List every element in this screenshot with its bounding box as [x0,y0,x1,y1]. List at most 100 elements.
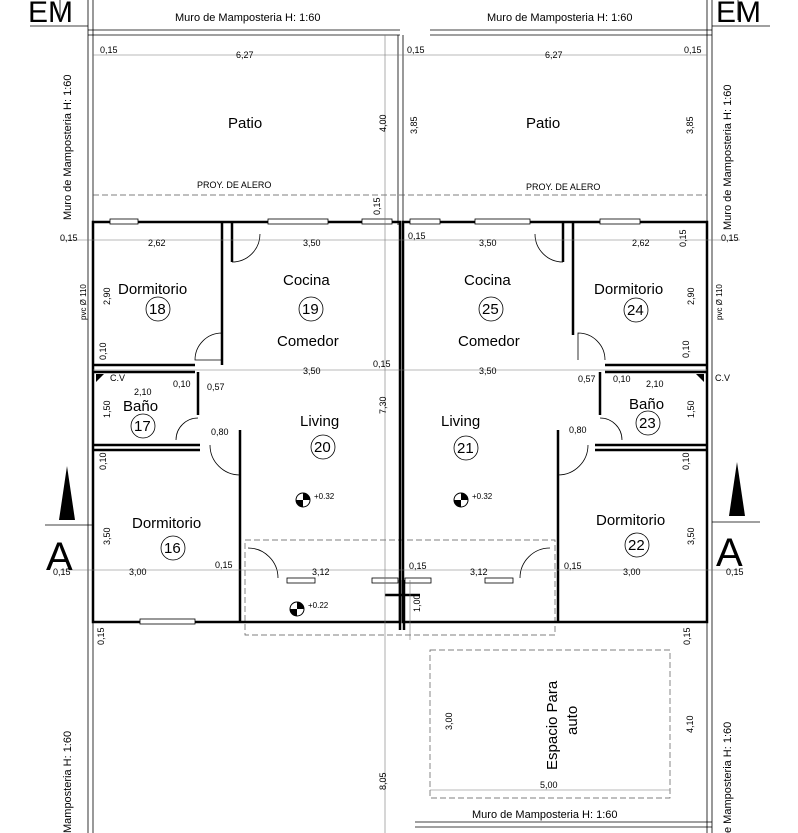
dormitorio-16-label: Dormitorio [132,515,201,532]
dimension-label: 0,15 [682,627,692,645]
wall-label-left: Muro de Mamposteria H: 1:60 [62,74,74,220]
patio-left-label: Patio [228,115,262,132]
cocina-left-label: Cocina [283,272,330,289]
parking-outline [429,649,671,799]
dimension-label: 4,10 [685,715,695,733]
pvc-left-label: pvc Ø 110 [79,284,88,320]
dimension-label: 3,00 [623,567,641,577]
dimension-lines [60,35,740,833]
dimension-label: 2,90 [102,287,112,305]
dimension-label: 3,50 [102,527,112,545]
dimension-label: 3,00 [444,712,454,730]
bano-17-label: Baño [123,398,158,415]
dimension-label: 0,15 [100,45,118,55]
comedor-right-label: Comedor [458,333,520,350]
dimension-label: 3,50 [686,527,696,545]
room-number-19: 19 [302,301,319,318]
living-right-label: Living [441,413,480,430]
pvc-right-label: pvc Ø 110 [715,284,724,320]
section-letter-left: A [46,535,73,579]
cocina-right-label: Cocina [464,272,511,289]
windows [109,218,641,625]
cv-right-label: C.V [715,373,730,383]
dimension-label: 0,10 [613,374,631,384]
section-letter-right: A [716,531,743,575]
dimension-label: 0,10 [98,342,108,360]
parking-label-1: Espacio Para [544,680,561,770]
wall-label-top-right: Muro de Mamposteria H: 1:60 [487,12,633,24]
room-number-20: 20 [314,439,331,456]
dimension-label: 0,15 [407,45,425,55]
dimension-label: 1,50 [686,400,696,418]
room-number-circles [130,296,661,561]
level-marker-left [295,492,311,508]
room-number-22: 22 [628,537,645,554]
dimension-label: 3,12 [312,567,330,577]
dimension-label: 3,50 [479,238,497,248]
cv-marker-left [96,374,104,382]
dimension-label: 6,27 [236,50,254,60]
parking-label-2: auto [564,706,581,735]
dimension-label: 0,10 [98,452,108,470]
dimension-label: 2,10 [134,387,152,397]
arrow-up-icon [59,466,75,520]
dimension-label: 0,15 [96,627,106,645]
room-number-21: 21 [457,440,474,457]
dormitorio-24-label: Dormitorio [594,281,663,298]
dimension-label: 0,15 [564,561,582,571]
dimension-label: 7,30 [378,396,388,414]
dimension-label: 3,85 [685,116,695,134]
section-mark-right: A [712,462,760,575]
alero-left-label: PROY. DE ALERO [197,180,271,190]
section-mark-left: A [45,466,92,579]
bano-23-label: Baño [629,396,664,413]
dimension-label: 0,15 [215,560,233,570]
dimension-label: 0,15 [372,197,382,215]
cv-left-label: C.V [110,373,125,383]
dimension-label: 3,12 [470,567,488,577]
room-number-25: 25 [482,301,499,318]
doors [175,233,623,579]
dimension-label: 2,62 [632,238,650,248]
wall-label-bottom-left: Mamposteria H: 1:60 [62,731,74,833]
dimension-label: 3,85 [409,116,419,134]
room-number-24: 24 [627,302,644,319]
living-left-label: Living [300,413,339,430]
dimension-label: 5,00 [540,780,558,790]
dimension-label: 2,90 [686,287,696,305]
patio-right-label: Patio [526,115,560,132]
dimension-label: 0,15 [726,567,744,577]
dimension-label: 0,57 [207,382,225,392]
level-marker-right [453,492,469,508]
arrow-up-icon [729,462,745,516]
dimension-label: 0,10 [681,340,691,358]
room-number-18: 18 [149,301,166,318]
cv-marker-right [696,374,704,382]
dimension-label: 0,15 [678,229,688,247]
room-number-17: 17 [134,418,151,435]
comedor-left-label: Comedor [277,333,339,350]
wall-label-right: Muro de Mamposteria H: 1:60 [722,84,734,230]
dimension-label: 0,15 [721,233,739,243]
dimension-label: 3,00 [129,567,147,577]
dimension-label: 0,15 [53,567,71,577]
dimension-label: 3,50 [479,366,497,376]
dimension-label: 6,27 [545,50,563,60]
level-entry: +0.22 [308,601,329,610]
dimension-label: 3,50 [303,238,321,248]
dimension-label: 0,57 [578,374,596,384]
dimension-label: 0,15 [408,231,426,241]
boundary-walls [30,0,770,833]
room-number-23: 23 [639,415,656,432]
room-number-16: 16 [164,540,181,557]
wall-label-bottom-right: e Mamposteria H: 1:60 [722,722,734,833]
dimension-label: 0,10 [173,379,191,389]
dimension-label: 8,05 [378,772,388,790]
dimension-label: 1,00 [412,594,422,612]
corner-label-right: EM [716,0,761,29]
dimension-texts: 0,15 6,27 0,15 6,27 0,15 4,00 3,85 3,85 … [53,45,744,790]
dimension-label: 3,50 [303,366,321,376]
wall-label-top-left: Muro de Mamposteria H: 1:60 [175,12,321,24]
dimension-label: 0,15 [60,233,78,243]
